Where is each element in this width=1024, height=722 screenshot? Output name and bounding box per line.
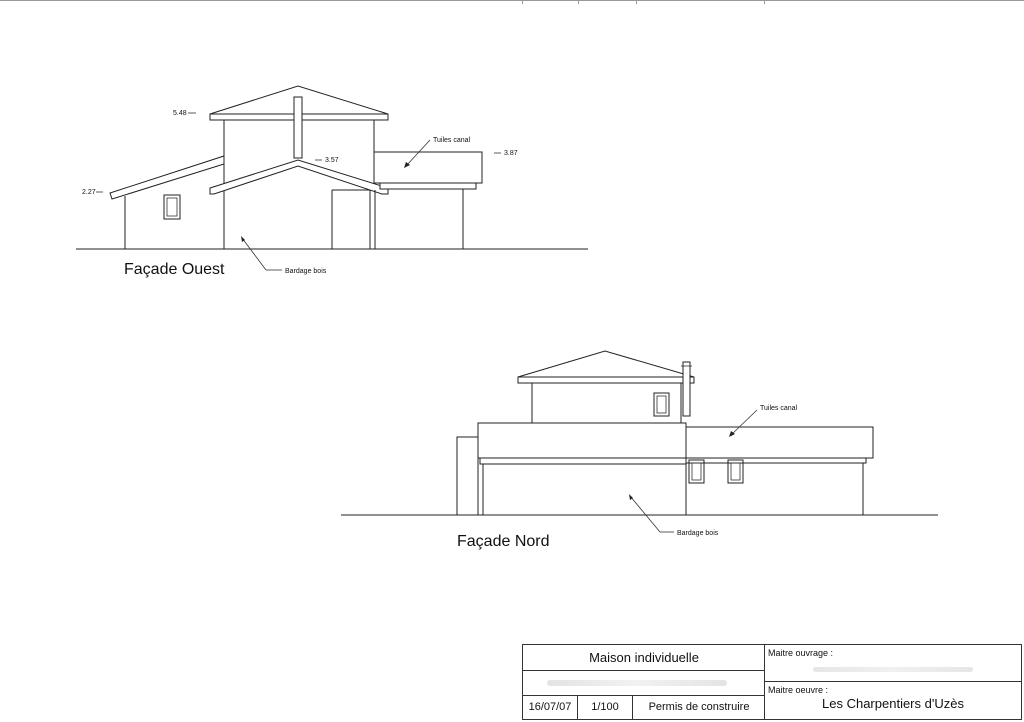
redaction-bar [547,680,727,686]
north-facade: Tuiles canal Bardage bois Façade Nord [341,350,938,550]
leader-line [241,237,267,271]
west-left-roof [109,155,225,200]
west-view-title: Façade Ouest [124,261,225,278]
level-227: 2.27 [82,189,96,196]
sheet-fold-mark [764,0,765,4]
north-top-roof [517,350,695,384]
west-label-bardage: Bardage bois [285,268,327,275]
sheet-fold-mark [578,0,579,4]
document-type: Permis de construire [648,701,750,713]
north-left-annex [456,436,479,516]
sheet-fold-mark [522,0,523,4]
sheet-top-border [0,0,1024,1]
leader-line [730,409,758,436]
builder-cell: Maitre oeuvre : Les Charpentiers d'Uzès [765,682,1021,719]
west-canopy-beam [379,182,477,190]
owner-redacted [813,667,973,672]
leader-arrowhead [629,494,633,500]
north-window [688,459,705,484]
north-view-title: Façade Nord [457,533,550,550]
west-facade: 5.48 3.57 3.87 2.27 Tuiles canal Bardage… [76,85,588,278]
drawing-scale: 1/100 [578,696,633,719]
level-548: 5.48 [173,110,187,117]
sheet-fold-mark [636,0,637,4]
builder-label: Maitre oeuvre : [768,685,829,695]
owner-cell: Maitre ouvrage : [765,645,1021,682]
north-upper-window [653,392,670,417]
west-window-frame [166,197,178,217]
builder-name: Les Charpentiers d'Uzès [822,696,964,711]
west-window [163,194,181,220]
north-label-tuiles: Tuiles canal [760,405,798,412]
title-block: Maison individuelle 16/07/07 1/100 Permi… [522,644,1022,720]
north-upper-window-frame [656,395,667,414]
north-main-beam [479,457,687,465]
title-block-left [523,645,765,719]
north-label-bardage: Bardage bois [677,530,719,537]
address-redacted [523,671,765,696]
level-387: 3.87 [504,150,518,157]
project-name: Maison individuelle [523,645,765,671]
leader-line [405,139,431,167]
leader-line [629,495,661,533]
north-right-roof [685,426,874,459]
north-right-beam [685,457,867,464]
leader-arrowhead [404,162,410,168]
owner-label: Maitre ouvrage : [768,648,834,658]
west-chimney [293,96,303,159]
north-chimney [682,361,691,417]
leader-arrowhead [241,236,245,242]
west-gable-roof [209,159,389,195]
north-window [727,459,744,484]
drawing-date: 16/07/07 [523,696,578,719]
north-window-frame [691,462,702,481]
north-window-frame [730,462,741,481]
north-main-band [477,422,687,459]
level-357: 3.57 [325,157,339,164]
west-canopy-roof [373,151,483,184]
west-label-tuiles: Tuiles canal [433,137,471,144]
leader-arrowhead [729,431,735,437]
